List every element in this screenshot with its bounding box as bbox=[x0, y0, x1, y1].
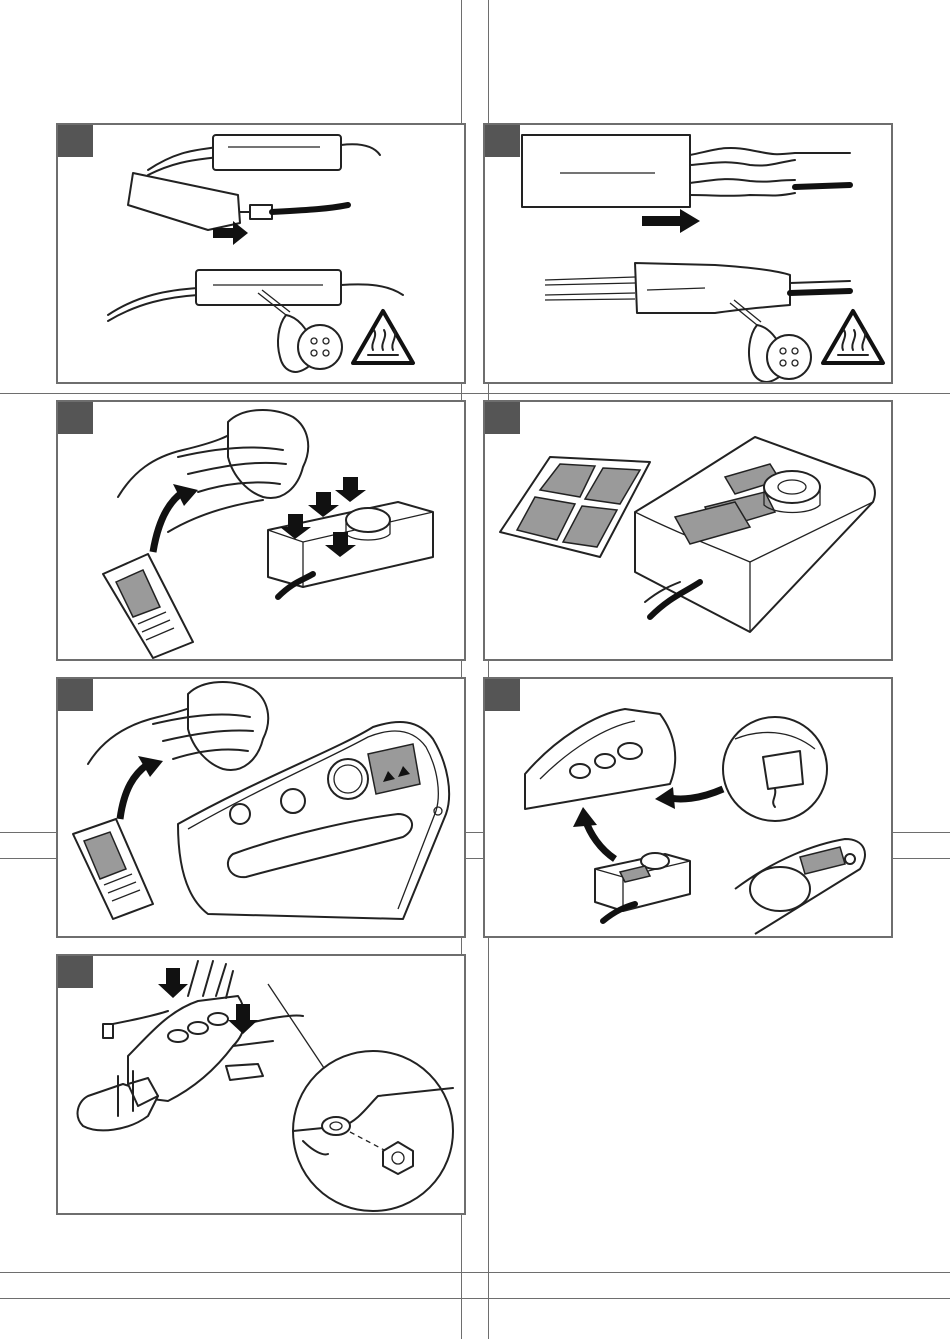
guide-horizontal-top bbox=[0, 393, 950, 394]
hot-surface-warning-icon bbox=[353, 311, 413, 363]
wipe-cloth-icon bbox=[103, 554, 193, 658]
hot-surface-warning-icon bbox=[823, 311, 883, 363]
step-panel-4 bbox=[483, 400, 893, 661]
guide-horizontal-footer bbox=[0, 1298, 950, 1299]
illustration-clean-box bbox=[58, 402, 466, 661]
illustration-fit-coupling bbox=[58, 956, 466, 1215]
step-panel-6 bbox=[483, 677, 893, 938]
guide-horizontal-bottom bbox=[0, 1272, 950, 1273]
step-panel-3 bbox=[56, 400, 466, 661]
illustration-mount-box bbox=[485, 679, 893, 938]
step-panel-7 bbox=[56, 954, 466, 1215]
illustration-clean-housing bbox=[58, 679, 466, 938]
illustration-shrink-sleeve-twin bbox=[485, 125, 893, 384]
wipe-cloth-icon bbox=[73, 819, 153, 919]
illustration-shrink-sleeve-single bbox=[58, 125, 466, 384]
step-panel-1 bbox=[56, 123, 466, 384]
step-panel-2 bbox=[483, 123, 893, 384]
step-panel-5 bbox=[56, 677, 466, 938]
illustration-apply-pads bbox=[485, 402, 893, 661]
